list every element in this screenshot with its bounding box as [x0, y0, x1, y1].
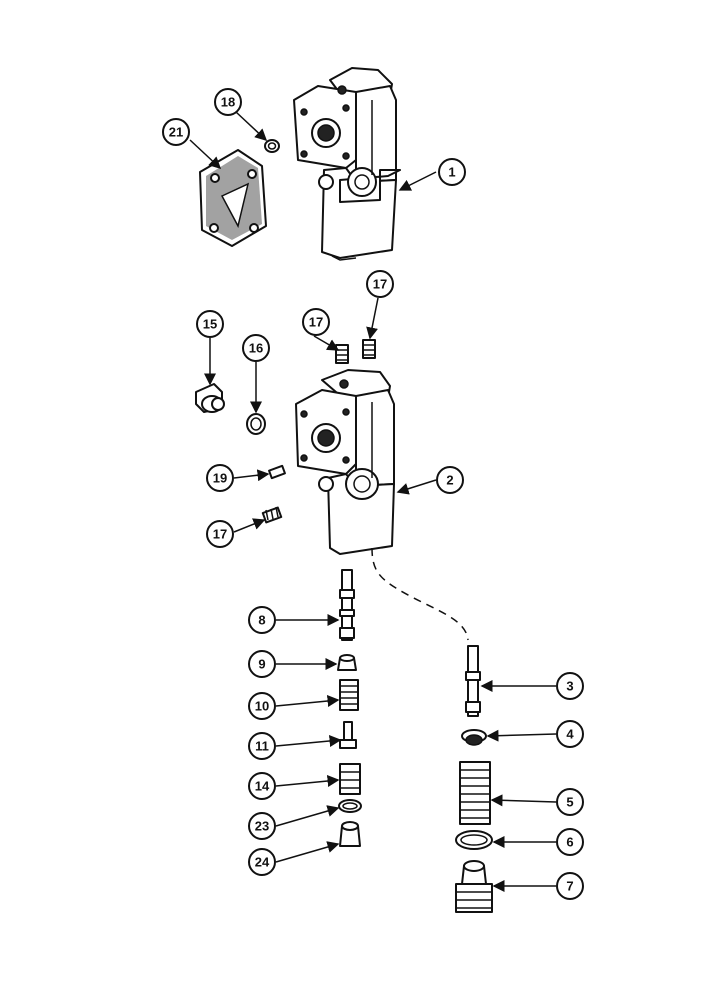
svg-text:4: 4 [566, 727, 574, 742]
svg-text:24: 24 [255, 855, 270, 870]
callout-24: 24 [248, 848, 276, 876]
svg-text:14: 14 [255, 779, 270, 794]
leader-lines [189, 111, 557, 892]
spool-part-3 [465, 645, 481, 717]
gasket-part-21 [199, 149, 267, 247]
svg-text:15: 15 [203, 317, 217, 332]
callout-2: 2 [436, 466, 464, 494]
plug-part-24 [339, 821, 361, 847]
callout-7: 7 [556, 872, 584, 900]
svg-text:18: 18 [221, 95, 235, 110]
svg-text:8: 8 [258, 613, 265, 628]
callout-4: 4 [556, 720, 584, 748]
svg-text:2: 2 [446, 473, 453, 488]
callout-17-top-left: 17 [302, 308, 330, 336]
callout-16: 16 [242, 334, 270, 362]
spring-part-17-left [335, 344, 349, 364]
poppet-part-11 [339, 721, 357, 749]
callout-1: 1 [438, 158, 466, 186]
o-ring-part-18 [264, 139, 280, 153]
callout-8: 8 [248, 606, 276, 634]
svg-text:17: 17 [309, 315, 323, 330]
callout-14: 14 [248, 772, 276, 800]
assembly-dashed-line [371, 547, 469, 641]
seat-part-9 [337, 654, 357, 671]
callout-11: 11 [248, 732, 276, 760]
spring-part-10 [339, 679, 359, 711]
callout-15: 15 [196, 310, 224, 338]
callout-23: 23 [248, 812, 276, 840]
svg-text:19: 19 [213, 471, 227, 486]
o-ring-part-6 [455, 830, 493, 850]
callout-19: 19 [206, 464, 234, 492]
callout-5: 5 [556, 788, 584, 816]
svg-text:7: 7 [566, 879, 573, 894]
spool-part-8 [339, 569, 355, 641]
svg-text:9: 9 [258, 657, 265, 672]
svg-text:10: 10 [255, 699, 269, 714]
spring-part-17-lower [261, 506, 283, 524]
svg-text:17: 17 [373, 277, 387, 292]
retainer-part-4 [461, 729, 487, 746]
callout-10: 10 [248, 692, 276, 720]
sleeve-part-14 [339, 763, 361, 795]
valve-body-part-2 [295, 369, 395, 555]
callout-17-top-right: 17 [366, 270, 394, 298]
plug-part-7 [455, 860, 493, 913]
svg-text:11: 11 [255, 739, 269, 754]
spring-part-17-right [362, 339, 376, 359]
callout-6: 6 [556, 828, 584, 856]
pin-part-19 [268, 464, 286, 480]
callout-3: 3 [556, 672, 584, 700]
svg-text:3: 3 [566, 679, 573, 694]
callout-18: 18 [214, 88, 242, 116]
callout-9: 9 [248, 650, 276, 678]
svg-text:17: 17 [213, 527, 227, 542]
svg-text:16: 16 [249, 341, 263, 356]
svg-text:23: 23 [255, 819, 269, 834]
spring-part-5 [459, 761, 491, 825]
o-ring-part-16 [246, 413, 266, 435]
plug-part-15 [195, 383, 225, 413]
valve-body-part-1 [293, 67, 401, 261]
callout-17-lower: 17 [206, 520, 234, 548]
o-ring-part-23 [338, 799, 362, 813]
svg-text:21: 21 [169, 125, 183, 140]
svg-text:1: 1 [448, 165, 455, 180]
svg-text:5: 5 [566, 795, 573, 810]
svg-text:6: 6 [566, 835, 573, 850]
callout-21: 21 [162, 118, 190, 146]
